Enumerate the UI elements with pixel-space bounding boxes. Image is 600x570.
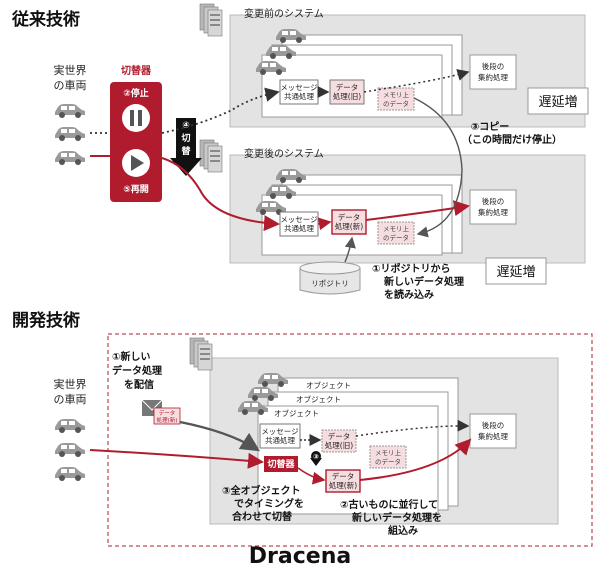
dev-real-world-line2: の車両 — [54, 392, 87, 406]
data-old-line2: 処理(旧) — [325, 440, 353, 450]
system-after-label: 変更後のシステム — [244, 147, 324, 160]
developed-title: 開発技術 — [12, 310, 80, 331]
data-old-line1: データ — [328, 431, 351, 441]
data-old-line1: データ — [336, 82, 359, 92]
conventional-title: 従来技術 — [11, 9, 80, 30]
distribute-note-line2: データ処理 — [112, 364, 162, 377]
object-label-1: オブジェクト — [306, 380, 351, 390]
car-icon — [55, 419, 85, 433]
system-after: 変更後のシステム メッセージ 共通処理 データ 処理(新) メモリ上 のデータ … — [199, 139, 586, 264]
repo-note-line3: を読み込み — [384, 288, 434, 301]
memory-data-line1: メモリ上 — [383, 224, 410, 233]
car-icon — [55, 443, 85, 457]
parallel-note-line2: 新しいデータ処理を — [352, 511, 442, 524]
backend-line1: 後段の — [482, 61, 505, 71]
data-new-line2: 処理(新) — [335, 221, 363, 231]
backend-line1: 後段の — [482, 420, 505, 430]
message-common-line1: メッセージ — [280, 83, 318, 92]
copy-note-line1: ③コピー — [471, 121, 509, 133]
message-common-line1: メッセージ — [261, 427, 299, 436]
delay-callout-2 — [485, 257, 547, 285]
real-world-label-line1: 実世界 — [54, 63, 87, 77]
message-common-line2: 共通処理 — [265, 435, 295, 445]
developed-system: オブジェクト オブジェクト オブジェクト メッセージ 共通処理 切替器 データ … — [189, 337, 559, 525]
delay-text-2: 遅延増 — [496, 265, 535, 280]
repository-icon: リポジトリ — [299, 261, 361, 295]
message-common-line2: 共通処理 — [284, 91, 314, 101]
repository-label: リポジトリ — [311, 279, 349, 288]
memory-data-line2: のデータ — [383, 233, 409, 242]
server-icon — [189, 337, 213, 371]
backend-line1: 後段の — [482, 196, 505, 206]
memory-data-line1: メモリ上 — [375, 448, 402, 457]
dev-step-mark: ③ — [313, 453, 319, 461]
car-icon — [55, 104, 85, 118]
step-stop: ②停止 — [123, 87, 149, 99]
dracena-frame — [107, 333, 593, 547]
system-before-label: 変更前のシステム — [244, 7, 324, 20]
switcher-label: 切替器 — [121, 64, 152, 77]
distribute-note-line1: ①新しい — [112, 350, 150, 363]
server-icon — [199, 139, 223, 173]
data-old-line2: 処理(旧) — [333, 91, 361, 101]
object-label-2: オブジェクト — [296, 394, 341, 404]
step-switch-3: 替 — [181, 145, 191, 157]
data-new-line2: 処理(新) — [329, 480, 357, 490]
memory-data-line2: のデータ — [375, 457, 401, 466]
car-icon — [55, 151, 85, 165]
car-icon — [55, 467, 85, 481]
memory-data-line2: のデータ — [383, 99, 409, 108]
data-new-line1: データ — [338, 212, 361, 222]
object-label-3: オブジェクト — [274, 408, 319, 418]
dev-switcher-label: 切替器 — [267, 458, 295, 470]
message-common-line2: 共通処理 — [284, 223, 314, 233]
copy-note-line2: （この時間だけ停止） — [462, 133, 562, 146]
switch-arrow: ④ 切 替 — [170, 118, 202, 176]
parallel-note-line3: 組込み — [388, 524, 418, 537]
delay-text-1: 遅延増 — [538, 95, 577, 110]
backend-line2: 集約処理 — [478, 207, 508, 217]
sync-note-line1: ③全オブジェクト — [222, 484, 300, 497]
backend-line2: 集約処理 — [478, 72, 508, 82]
sync-note-line2: でタイミングを — [234, 497, 304, 510]
backend-line2: 集約処理 — [478, 431, 508, 441]
server-icon — [199, 3, 223, 37]
envelope-label-line2: 処理(新) — [157, 416, 178, 424]
delay-callout-1 — [527, 87, 589, 115]
step-switch-1: ④ — [182, 121, 190, 131]
data-new-line1: データ — [332, 471, 355, 481]
dev-real-world-line1: 実世界 — [54, 377, 87, 391]
repo-note-line2: 新しいデータ処理 — [384, 275, 464, 288]
message-common-line1: メッセージ — [280, 215, 318, 224]
distribute-note-line3: を配信 — [124, 378, 154, 391]
step-switch-2: 切 — [181, 133, 190, 144]
switcher-device: 切替器 ②停止 ⑤再開 — [110, 64, 162, 202]
envelope-label-line1: データ — [159, 409, 176, 417]
memory-data-line1: メモリ上 — [383, 90, 410, 99]
car-icon — [55, 127, 85, 141]
pause-icon — [122, 104, 150, 132]
step-resume: ⑤再開 — [123, 184, 149, 195]
sync-note-line3: 合わせて切替 — [231, 510, 293, 523]
repo-note-line1: ①リポジトリから — [372, 262, 450, 275]
real-world-label-line2: の車両 — [54, 78, 87, 92]
system-before: 変更前のシステム メッセージ 共通処理 データ 処理(旧) メモリ上 のデータ … — [199, 3, 586, 128]
footer-title: Dracena — [249, 544, 351, 569]
parallel-note-line1: ②古いものに並行して — [340, 498, 438, 511]
